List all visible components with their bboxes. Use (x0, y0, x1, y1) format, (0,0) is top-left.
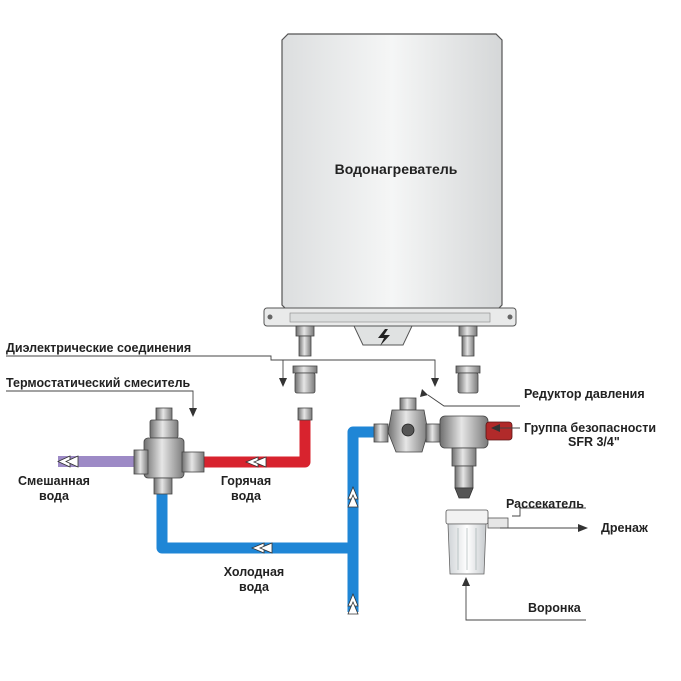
label-hot-water-2: вода (231, 489, 262, 503)
water-heater (263, 33, 517, 357)
dielectric-fitting-left (292, 365, 318, 421)
cold-flow-arrow-icon (250, 485, 359, 615)
drain-funnel (445, 509, 509, 575)
label-drain: Дренаж (601, 521, 648, 535)
heater-label: Водонагреватель (335, 161, 458, 177)
label-hot-water-1: Горячая (221, 474, 271, 488)
label-cold-water-2: вода (239, 580, 270, 594)
pressure-reducer (373, 397, 441, 453)
dielectric-fitting-right (455, 365, 481, 394)
mixed-water-pipe (58, 456, 148, 467)
lightning-icon (378, 329, 390, 346)
label-splitter: Рассекатель (506, 497, 584, 511)
label-thermostatic-mixer: Термостатический смеситель (6, 376, 191, 390)
label-mixed-water-2: вода (39, 489, 70, 503)
hot-flow-arrow-icon (244, 456, 267, 468)
label-safety-group-1: Группа безопасности (524, 421, 656, 435)
label-dielectric: Диэлектрические соединения (6, 341, 191, 355)
leader-lines (6, 355, 586, 621)
label-cold-water-1: Холодная (224, 565, 284, 579)
label-funnel: Воронка (528, 601, 582, 615)
mixed-flow-arrow-icon (57, 455, 79, 468)
label-pressure-reducer: Редуктор давления (524, 387, 645, 401)
label-mixed-water-1: Смешанная (18, 474, 90, 488)
hot-water-pipe (203, 420, 311, 468)
safety-group (439, 415, 513, 499)
label-safety-group-2: SFR 3/4" (568, 435, 620, 449)
leader-arrowheads (189, 378, 588, 586)
thermostatic-mixer (133, 407, 205, 495)
